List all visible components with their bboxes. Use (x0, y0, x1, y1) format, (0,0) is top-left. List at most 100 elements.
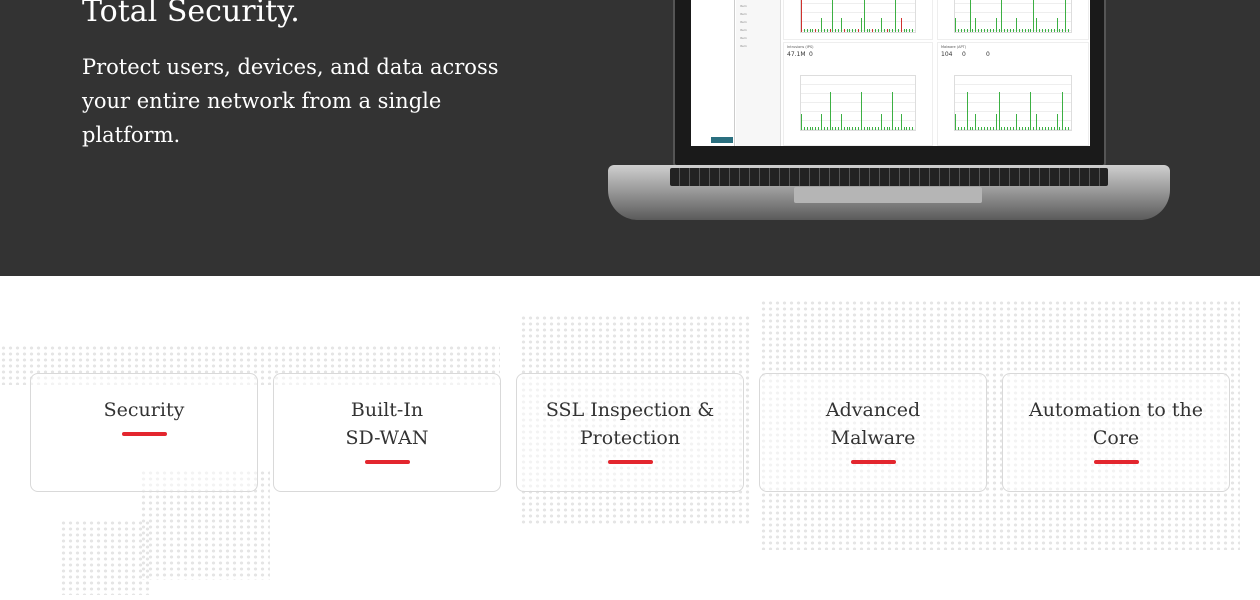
feature-card-ssl-inspection[interactable]: SSL Inspection & Protection (516, 373, 744, 492)
chart-spike (992, 126, 994, 130)
chart-spike (1001, 126, 1003, 130)
card-title-line: Malware (830, 427, 916, 449)
panel-value: 104 (941, 51, 953, 58)
chart-spike (981, 29, 983, 32)
chart-spike (1050, 126, 1052, 130)
chart-spike (1068, 29, 1070, 32)
trackpad (794, 187, 982, 203)
hero-subtitle: Protect users, devices, and data across … (82, 55, 499, 147)
chart-spike (1056, 18, 1058, 32)
chart-spike (1030, 29, 1032, 32)
chart-panel-apt: Malware (APT) 104 0 0 (937, 42, 1089, 146)
chart-spike (849, 29, 851, 32)
chart-spike (880, 18, 882, 32)
red-underline (364, 460, 410, 464)
chart-spike (1044, 126, 1046, 130)
hero-title: Total Security. (82, 0, 300, 29)
panel-value: 0 (809, 51, 813, 58)
chart-spike (900, 18, 902, 32)
chart-spike (823, 29, 825, 32)
chart-spike (835, 126, 837, 130)
chart-spike (1024, 126, 1026, 130)
chart-spike (1004, 126, 1006, 130)
chart-spike (900, 113, 902, 130)
chart-spike (883, 29, 885, 32)
chart-spike (1056, 113, 1058, 130)
chart-spike (1065, 0, 1067, 32)
chart-spike (1013, 29, 1014, 32)
chart-spike (972, 29, 974, 32)
chart-spike (858, 126, 859, 130)
chart-spike (1027, 29, 1029, 32)
chart-spike (1015, 18, 1017, 32)
chart-spike (906, 29, 908, 32)
chart-spike (818, 29, 820, 32)
chart-spike (1042, 29, 1043, 32)
chart-spike (1027, 126, 1029, 130)
chart-spike (1007, 29, 1009, 32)
chart-spike (975, 113, 977, 130)
chart-spike (897, 126, 899, 130)
world-map-dots (60, 520, 150, 595)
chart-spike (815, 29, 817, 32)
chart-spike (989, 126, 991, 130)
chart-spike (820, 18, 822, 32)
chart-spike (875, 29, 877, 32)
chart-spike (992, 29, 994, 32)
chart-spike (1068, 126, 1070, 130)
chart-spike (1044, 29, 1046, 32)
card-title-line: SSL Inspection & (545, 399, 715, 421)
chart-spike (846, 29, 848, 32)
chart-spike (1042, 126, 1043, 130)
red-underline (1093, 460, 1139, 464)
chart-spike (872, 126, 874, 130)
feature-card-security[interactable]: Security (30, 373, 258, 492)
chart-spike (812, 126, 814, 130)
chart-spike (803, 126, 805, 130)
chart-spike (869, 29, 871, 32)
chart-spike (1053, 29, 1055, 32)
chart-spike (803, 29, 805, 32)
chart-spike (840, 18, 842, 32)
chart-spike (1018, 29, 1020, 32)
card-title-line: Advanced (825, 399, 921, 421)
chart-spike (846, 126, 848, 130)
chart-spike (829, 29, 831, 32)
chart-spike (849, 126, 851, 130)
chart-spike (1033, 126, 1035, 130)
card-title-line: Security (103, 399, 185, 421)
card-title-line: Protection (579, 427, 681, 449)
chart-spike (855, 126, 857, 130)
dashboard-button (711, 137, 733, 143)
chart-spike (1059, 126, 1061, 130)
chart-spike (863, 126, 865, 130)
chart-spike (969, 0, 971, 32)
chart-spike (998, 29, 1000, 32)
chart-spike (903, 126, 905, 130)
chart-spike (1036, 18, 1038, 32)
chart-spike (809, 29, 811, 32)
chart-spike (1033, 0, 1035, 32)
red-underline (607, 460, 653, 464)
chart-spike (960, 29, 962, 32)
chart-spike (832, 0, 834, 32)
chart-spike (955, 18, 956, 32)
chart-spike (835, 29, 837, 32)
chart-spike (832, 126, 834, 130)
chart-spike (1036, 113, 1038, 130)
chart-spike (1062, 29, 1064, 32)
chart-spike (897, 29, 899, 32)
chart-spike (826, 126, 828, 130)
chart-spike (957, 126, 959, 130)
keys (670, 168, 1108, 186)
chart-spike (1004, 29, 1006, 32)
chart-spike (975, 18, 977, 32)
dashboard-sidebar (691, 0, 735, 146)
chart-spike (860, 92, 862, 130)
